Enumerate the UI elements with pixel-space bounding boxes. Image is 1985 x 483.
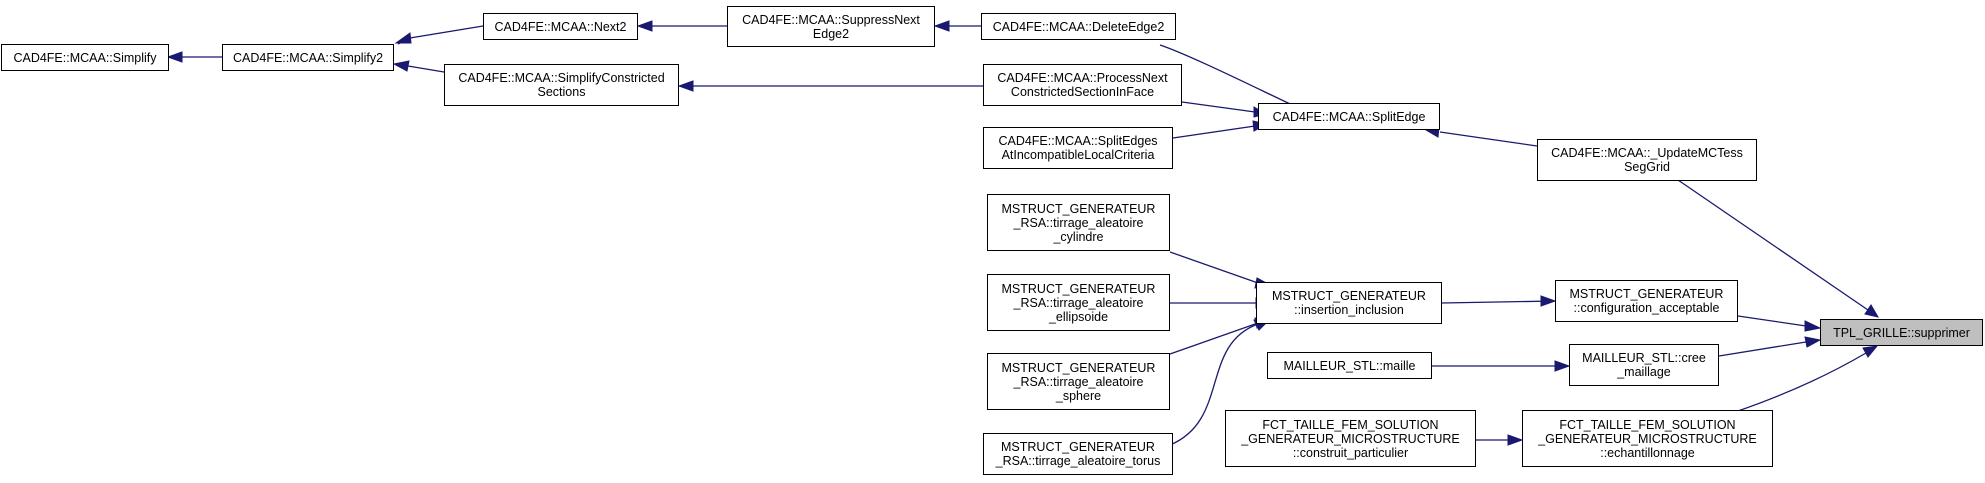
node-rsa-cylindre[interactable]: MSTRUCT_GENERATEUR _RSA::tirrage_aleatoi… (987, 194, 1170, 251)
node-rsa-torus[interactable]: MSTRUCT_GENERATEUR _RSA::tirrage_aleatoi… (983, 433, 1173, 475)
edge-processnext-simplifyconstricted (677, 80, 983, 92)
edge-simplifyconstricted-simplify2 (392, 60, 445, 73)
edge-creemaillage-maille (1432, 360, 1571, 372)
node-simplify-constricted-sections[interactable]: CAD4FE::MCAA::SimplifyConstricted Sectio… (444, 64, 679, 106)
edge-insertion-rsacylindre (1169, 251, 1272, 289)
edge-echantillonnage-construit (1476, 434, 1524, 446)
node-split-edges-incompatible[interactable]: CAD4FE::MCAA::SplitEdges AtIncompatibleL… (983, 127, 1173, 169)
node-echantillonnage[interactable]: FCT_TAILLE_FEM_SOLUTION _GENERATEUR_MICR… (1522, 410, 1773, 467)
edge-tpl-creemaillage (1718, 336, 1822, 357)
node-suppress-next-edge2[interactable]: CAD4FE::MCAA::SuppressNext Edge2 (727, 6, 935, 47)
edge-tpl-configacceptable (1737, 315, 1822, 332)
edge-configacceptable-insertion (1441, 295, 1557, 307)
node-construit-particulier[interactable]: FCT_TAILLE_FEM_SOLUTION _GENERATEUR_MICR… (1225, 410, 1476, 467)
node-split-edge[interactable]: CAD4FE::MCAA::SplitEdge (1258, 103, 1440, 130)
node-next2[interactable]: CAD4FE::MCAA::Next2 (483, 13, 638, 40)
node-rsa-ellipsoide[interactable]: MSTRUCT_GENERATEUR _RSA::tirrage_aleatoi… (987, 274, 1170, 331)
node-simplify2[interactable]: CAD4FE::MCAA::Simplify2 (222, 44, 394, 71)
node-simplify[interactable]: CAD4FE::MCAA::Simplify (1, 44, 169, 71)
edge-tpl-updatemctess (1677, 179, 1880, 318)
node-process-next-constricted[interactable]: CAD4FE::MCAA::ProcessNext ConstrictedSec… (983, 64, 1182, 106)
node-insertion-inclusion[interactable]: MSTRUCT_GENERATEUR ::insertion_inclusion (1256, 282, 1442, 324)
edge-suppressnext-next2 (636, 20, 727, 32)
edge-insertion-rsasphere (1169, 317, 1272, 355)
node-mailleur-maille[interactable]: MAILLEUR_STL::maille (1267, 352, 1432, 379)
edge-tpl-echantillonnage (1734, 345, 1879, 413)
node-update-mctess-seggrid[interactable]: CAD4FE::MCAA::_UpdateMCTess SegGrid (1537, 139, 1757, 181)
edge-splitedge-processnext (1181, 101, 1268, 118)
edge-updatemctess-splitedge (1424, 126, 1538, 147)
node-configuration-acceptable[interactable]: MSTRUCT_GENERATEUR ::configuration_accep… (1555, 280, 1738, 322)
edge-deleteedge2-suppressnext (933, 20, 981, 32)
edge-splitedge-splitedgesincompat (1172, 120, 1268, 139)
node-delete-edge2[interactable]: CAD4FE::MCAA::DeleteEdge2 (981, 13, 1176, 40)
node-tpl-grille-supprimer: TPL_GRILLE::supprimer (1820, 319, 1983, 346)
edge-insertion-rsaellipsoide (1170, 297, 1272, 309)
node-rsa-sphere[interactable]: MSTRUCT_GENERATEUR _RSA::tirrage_aleatoi… (987, 353, 1170, 410)
node-cree-maillage[interactable]: MAILLEUR_STL::cree _maillage (1569, 344, 1719, 386)
edge-simplify2-simplify (166, 51, 222, 63)
edge-next2-simplify2 (394, 25, 484, 45)
